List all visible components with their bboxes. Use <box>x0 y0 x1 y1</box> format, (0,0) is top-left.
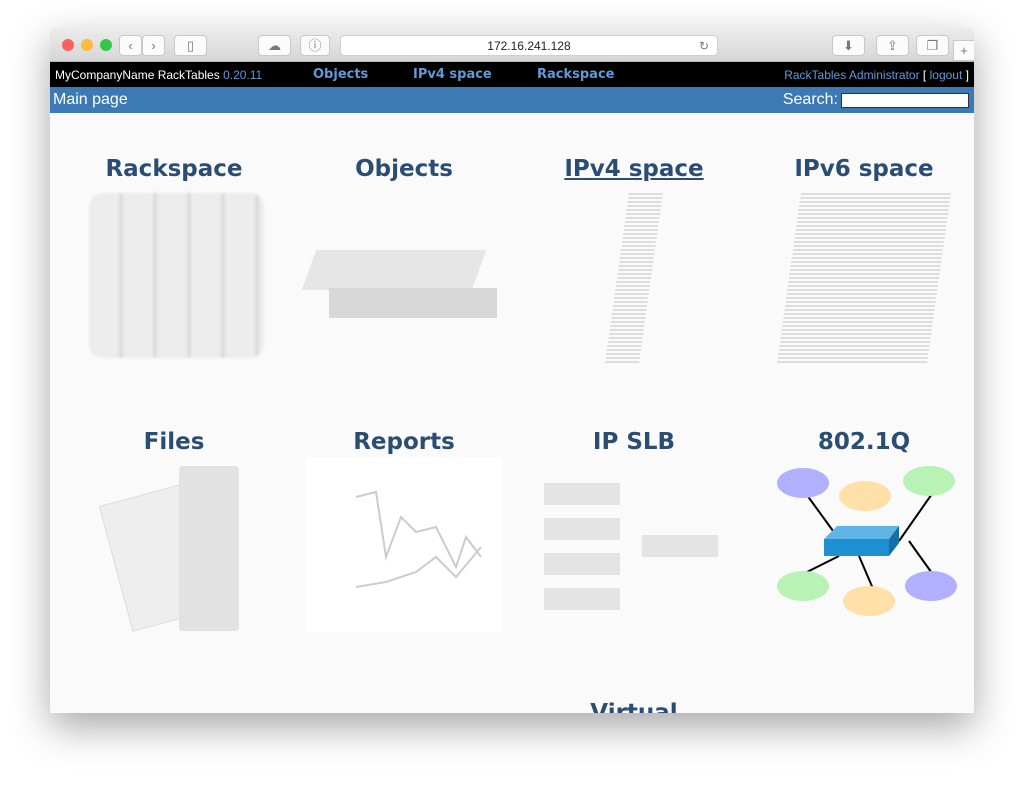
browser-toolbar: ‹ › ▯ ☁ ⓘ 172.16.241.128 ↻ ⬇ ⇪ ❐ + <box>50 28 974 62</box>
bracket: ] <box>965 68 969 82</box>
tile-title[interactable]: IP SLB <box>592 429 676 455</box>
tile-ipv4-space[interactable]: IPv4 space <box>519 156 749 363</box>
brand: MyCompanyName RackTables 0.20.11 <box>55 68 262 82</box>
tile-virtual[interactable]: Virtual <box>519 700 749 713</box>
sidebar-icon[interactable]: ▯ <box>174 35 207 56</box>
tile-objects[interactable]: Objects <box>289 156 519 363</box>
tile-ip-slb[interactable]: IP SLB <box>519 429 749 636</box>
version: 0.20.11 <box>223 68 263 82</box>
top-navigation: MyCompanyName RackTables 0.20.11 Objects… <box>50 62 974 87</box>
tile-title[interactable]: Reports <box>353 429 455 455</box>
breadcrumb[interactable]: Main page <box>53 91 128 108</box>
rack-image[interactable] <box>79 188 269 363</box>
user-info: RackTables Administrator [ logout ] <box>784 68 969 82</box>
nav-objects[interactable]: Objects <box>313 67 369 82</box>
forward-button[interactable]: › <box>142 35 165 56</box>
tile-ipv6-space[interactable]: IPv6 space <box>749 156 974 363</box>
server-image[interactable] <box>301 188 499 363</box>
tile-title[interactable]: 802.1Q <box>817 429 911 455</box>
cloud-icon[interactable]: ☁ <box>258 35 291 56</box>
breadcrumb-bar: Main page Search: <box>50 87 974 113</box>
url-text: 172.16.241.128 <box>487 39 571 53</box>
tile-title[interactable]: Virtual <box>590 700 678 713</box>
tile-title[interactable]: IPv6 space <box>794 156 934 182</box>
nav-rackspace[interactable]: Rackspace <box>537 67 615 82</box>
tile-802-1q[interactable]: 802.1Q <box>749 429 974 636</box>
tile-title[interactable]: Objects <box>355 156 453 182</box>
address-bar[interactable]: 172.16.241.128 ↻ <box>340 35 718 56</box>
search-input[interactable] <box>841 92 969 108</box>
reload-icon[interactable]: ↻ <box>698 39 709 53</box>
search-area: Search: <box>783 91 969 109</box>
download-icon[interactable]: ⬇ <box>832 35 865 56</box>
tabs-icon[interactable]: ❐ <box>916 35 949 56</box>
tile-title[interactable]: Files <box>143 429 205 455</box>
reports-chart-image[interactable] <box>306 457 502 632</box>
zoom-window-button[interactable] <box>100 39 112 51</box>
logout-link[interactable]: logout <box>929 68 963 82</box>
slb-image[interactable] <box>539 461 729 636</box>
user-name[interactable]: RackTables Administrator <box>784 68 920 82</box>
ipv6-image[interactable] <box>769 188 959 363</box>
back-button[interactable]: ‹ <box>119 35 142 56</box>
minimize-window-button[interactable] <box>81 39 93 51</box>
tile-title[interactable]: Rackspace <box>105 156 243 182</box>
browser-window: ‹ › ▯ ☁ ⓘ 172.16.241.128 ↻ ⬇ ⇪ ❐ + MyComp… <box>50 28 974 713</box>
search-label: Search: <box>782 91 838 108</box>
nav-ipv4-space[interactable]: IPv4 space <box>413 67 492 82</box>
vlan-switch-image[interactable] <box>769 461 959 636</box>
tile-rackspace[interactable]: Rackspace <box>59 156 289 363</box>
tile-files[interactable]: Files <box>59 429 289 636</box>
password-icon[interactable]: ⓘ <box>300 35 330 56</box>
files-image[interactable] <box>79 461 269 636</box>
ipv4-image[interactable] <box>539 188 729 363</box>
share-icon[interactable]: ⇪ <box>876 35 909 56</box>
tile-reports[interactable]: Reports <box>289 429 519 632</box>
bracket: [ <box>922 68 927 82</box>
brand-name: MyCompanyName RackTables <box>55 68 220 82</box>
close-window-button[interactable] <box>62 39 74 51</box>
tile-title[interactable]: IPv4 space <box>564 156 704 182</box>
new-tab-button[interactable]: + <box>953 40 974 61</box>
